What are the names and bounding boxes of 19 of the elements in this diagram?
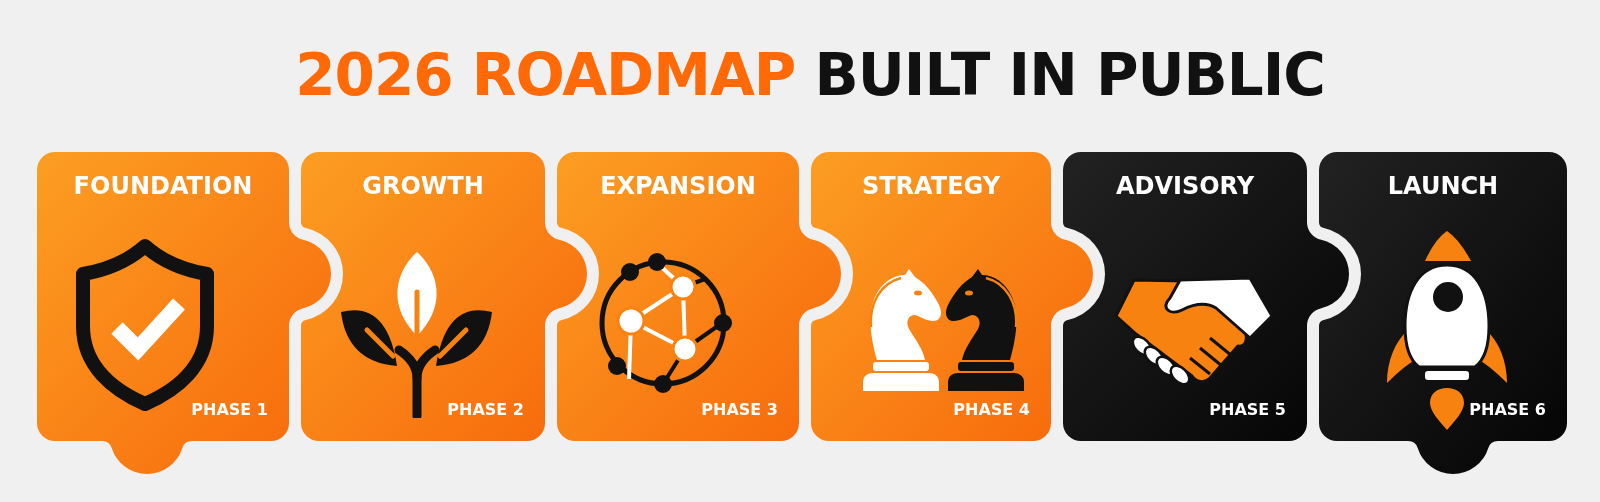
puzzle-piece <box>301 152 588 441</box>
puzzle-piece <box>1063 152 1350 441</box>
piece-title: STRATEGY <box>861 172 1001 200</box>
puzzle-piece <box>37 152 332 475</box>
phase-label: PHASE 3 <box>701 400 778 420</box>
piece-title: FOUNDATION <box>73 172 253 200</box>
phase-label: PHASE 5 <box>1209 400 1286 420</box>
piece-title: GROWTH <box>362 172 484 200</box>
puzzle-piece <box>557 152 842 441</box>
piece-title: ADVISORY <box>1115 172 1255 200</box>
page-title: 2026 ROADMAP BUILT IN PUBLIC <box>295 44 1325 108</box>
phase-label: PHASE 1 <box>191 400 268 420</box>
puzzle-piece <box>811 152 1094 441</box>
piece-title: EXPANSION <box>600 172 756 200</box>
phase-label: PHASE 6 <box>1469 400 1546 420</box>
puzzle-piece <box>1319 152 1567 475</box>
piece-title: LAUNCH <box>1387 172 1499 200</box>
phase-label: PHASE 4 <box>953 400 1030 420</box>
phase-label: PHASE 2 <box>447 400 524 420</box>
